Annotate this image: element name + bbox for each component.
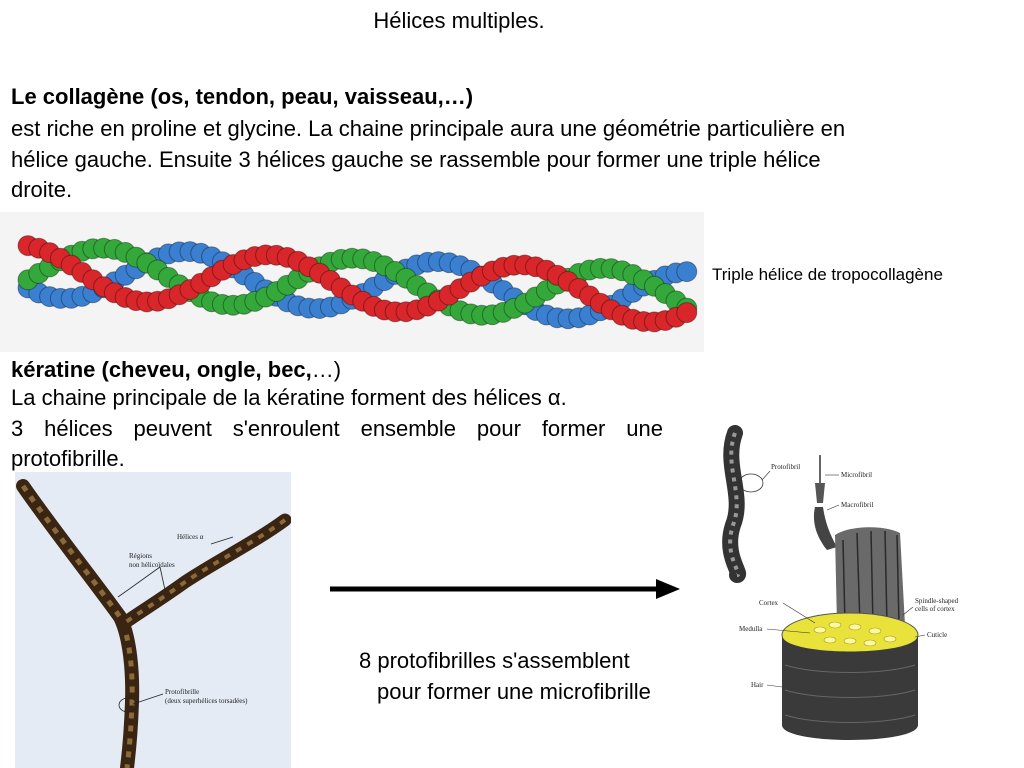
label-cortex: Cortex [759,599,779,607]
hair-structure-figure: Protofibril Microfibril Macrofibril Cort… [715,425,965,755]
label-helices-alpha: Hélices α [177,533,204,541]
label-macrofibril: Macrofibril [841,501,873,509]
label-protofibrille-detail: (deux superhélices torsadées) [165,697,248,705]
microfibril-caption-line-2: pour former une microfibrille [377,679,651,704]
triple-helix-caption: Triple hélice de tropocollagène [712,265,943,284]
label-medulla: Medulla [739,625,763,633]
collagen-line-3: droite. [11,177,73,202]
keratin-heading-bold: kératine (cheveu, ongle, bec, [11,357,312,382]
collagen-line-1: est riche en proline et glycine. La chai… [11,116,846,141]
label-spindle-shaped: Spindle-shaped [915,597,959,605]
keratin-protofibril-figure: Hélices α Régions non hélicoïdales Proto… [15,472,291,768]
label-hair: Hair [751,681,764,689]
helix-residue [676,261,698,283]
keratin-line-3: protofibrille. [11,446,125,471]
keratin-heading: kératine (cheveu, ongle, bec,…) [11,357,341,383]
helix-chain-red [17,235,698,333]
label-microfibril: Microfibril [841,471,872,479]
microfibril-caption: 8 protofibrilles s'assemblent pour forme… [359,645,651,707]
label-cuticle: Cuticle [927,631,947,639]
keratin-line-1: La chaine principale de la kératine form… [11,385,567,410]
label-non-helicoidal: non hélicoïdales [129,561,175,569]
collagen-line-2: hélice gauche. Ensuite 3 hélices gauche … [11,146,821,172]
collagen-description: est riche en proline et glycine. La chai… [11,114,1011,206]
microfibril-caption-line-1: 8 protofibrilles s'assemblent [359,648,630,673]
label-cells-of-cortex: cells of cortex [915,605,955,613]
label-protofibrille: Protofibrille [165,688,199,696]
slide-title: Hélices multiples. [373,8,545,33]
protofibril-rope-drawing [722,425,747,583]
assembly-arrow [330,579,680,599]
collagen-heading: Le collagène (os, tendon, peau, vaisseau… [11,84,474,109]
helix-residue [676,302,698,324]
collagen-triple-helix-image [0,212,704,352]
label-regions: Régions [129,552,152,560]
keratin-description: La chaine principale de la kératine form… [11,383,663,475]
keratin-line-2: 3 hélices peuvent s'enroulent ensemble p… [11,415,663,441]
keratin-heading-rest: …) [311,357,342,382]
label-protofibril: Protofibril [771,463,800,471]
